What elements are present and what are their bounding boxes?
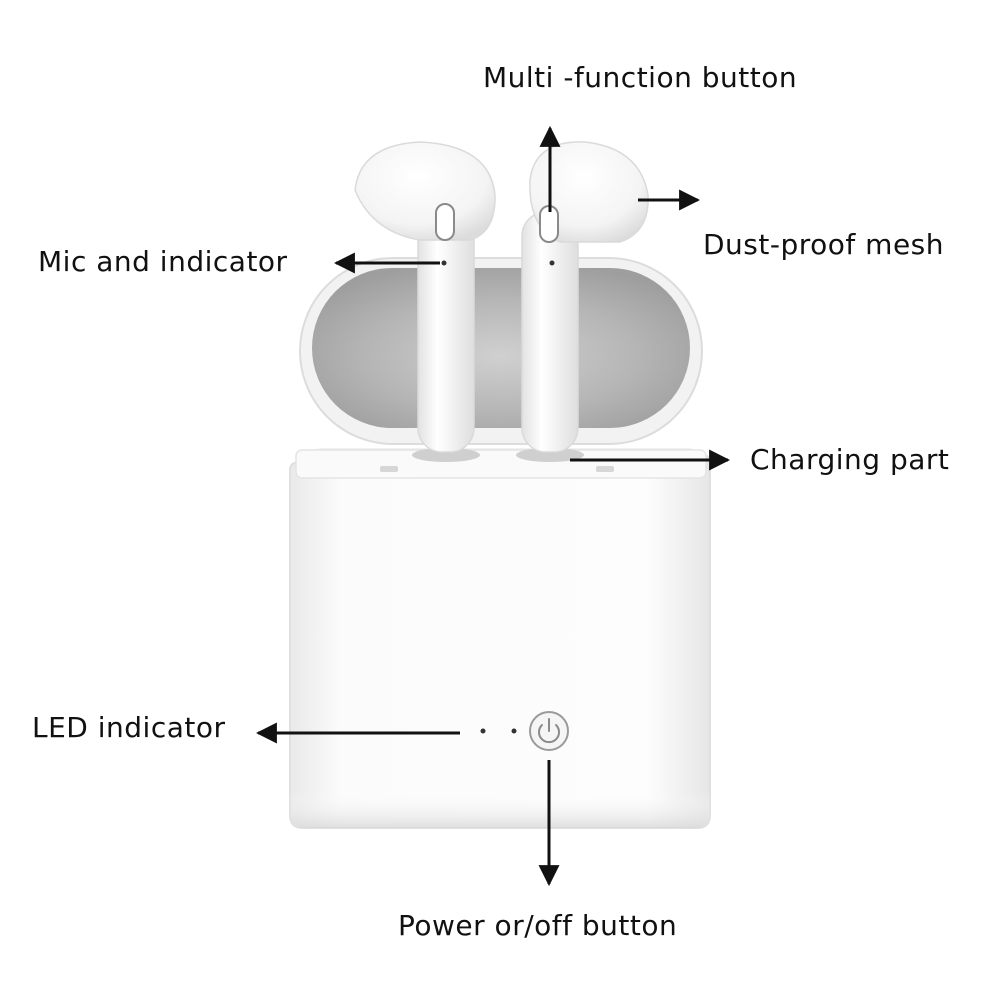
charging-case (289, 448, 711, 829)
callout-arrows (255, 125, 731, 887)
right-earbud (516, 141, 649, 462)
label-power-button: Power or/off button (398, 909, 678, 942)
label-dust-proof-mesh: Dust-proof mesh (703, 228, 945, 261)
left-earbud (354, 141, 496, 462)
label-led-indicator: LED indicator (32, 711, 226, 744)
label-charging-part: Charging part (750, 443, 950, 476)
case-lid (299, 257, 703, 445)
power-icon (529, 711, 569, 751)
label-mic-and-indicator: Mic and indicator (38, 245, 288, 278)
label-multi-function-button: Multi -function button (483, 61, 798, 94)
led-dots (480, 728, 517, 734)
